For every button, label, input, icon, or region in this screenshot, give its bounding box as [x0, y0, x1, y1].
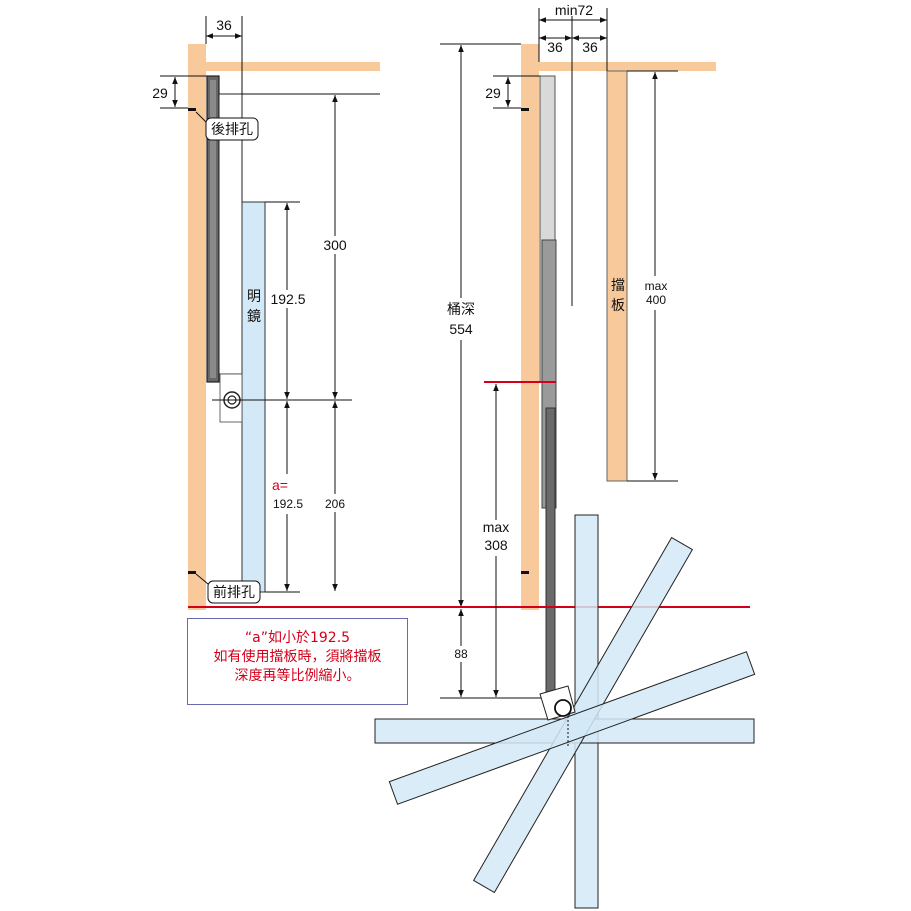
depth-value: 554 — [449, 321, 473, 337]
rear-hole-label: 後排孔 — [211, 122, 253, 138]
dim-min72: min72 — [555, 2, 593, 18]
rotation-positions — [374, 514, 756, 909]
note-line-1: “a”如小於192.5 — [244, 630, 351, 646]
right-lower-rail — [545, 407, 556, 701]
note-box: “a”如小於192.5 如有使用擋板時，須將擋板 深度再等比例縮小。 — [187, 618, 408, 705]
dim-36-right-2: 36 — [582, 39, 598, 55]
dim-192-5-upper: 192.5 — [270, 291, 305, 307]
dim-300: 300 — [323, 237, 347, 253]
rear-hole-marker — [188, 108, 196, 111]
dim-88: 88 — [454, 647, 468, 661]
dim-a-value: 192.5 — [273, 497, 303, 511]
front-hole-label: 前排孔 — [213, 584, 255, 601]
right-view: min72 36 36 29 桶深 554 max 308 88 — [188, 2, 756, 909]
dim-max308-label: max — [483, 519, 509, 535]
mirror-label-2: 鏡 — [247, 309, 261, 325]
note-line-3: 深度再等比例縮小。 — [234, 668, 361, 684]
front-hole-callout — [207, 580, 261, 604]
mirror-label-1: 明 — [247, 289, 261, 305]
dim-max400-value: 400 — [646, 293, 666, 307]
panel-label-1: 擋 — [611, 278, 625, 294]
right-cabinet-side — [521, 44, 539, 610]
dim-36-left: 36 — [216, 17, 232, 33]
dim-29-left: 29 — [152, 85, 168, 101]
left-cabinet-side — [188, 44, 206, 610]
depth-label: 桶深 — [447, 302, 475, 318]
rear-hole-callout — [205, 117, 259, 141]
panel-label-2: 板 — [611, 298, 625, 314]
left-cabinet-top — [206, 62, 380, 71]
dim-max400-label: max — [645, 279, 668, 293]
dim-a-label: a= — [272, 477, 288, 493]
back-panel — [606, 70, 628, 482]
mirror-glass — [241, 201, 266, 593]
dim-206: 206 — [325, 497, 345, 511]
front-hole-marker — [188, 571, 196, 574]
dim-36-right-1: 36 — [547, 39, 563, 55]
dim-max308-value: 308 — [484, 537, 508, 553]
left-view: 36 29 300 192.5 a= 192.5 206 明 鏡 後排孔 前排孔 — [152, 16, 380, 610]
note-line-2: 如有使用擋板時，須將擋板 — [213, 649, 382, 665]
right-pivot — [554, 699, 572, 717]
dim-29-right: 29 — [485, 85, 501, 101]
right-cabinet-top — [539, 62, 716, 71]
